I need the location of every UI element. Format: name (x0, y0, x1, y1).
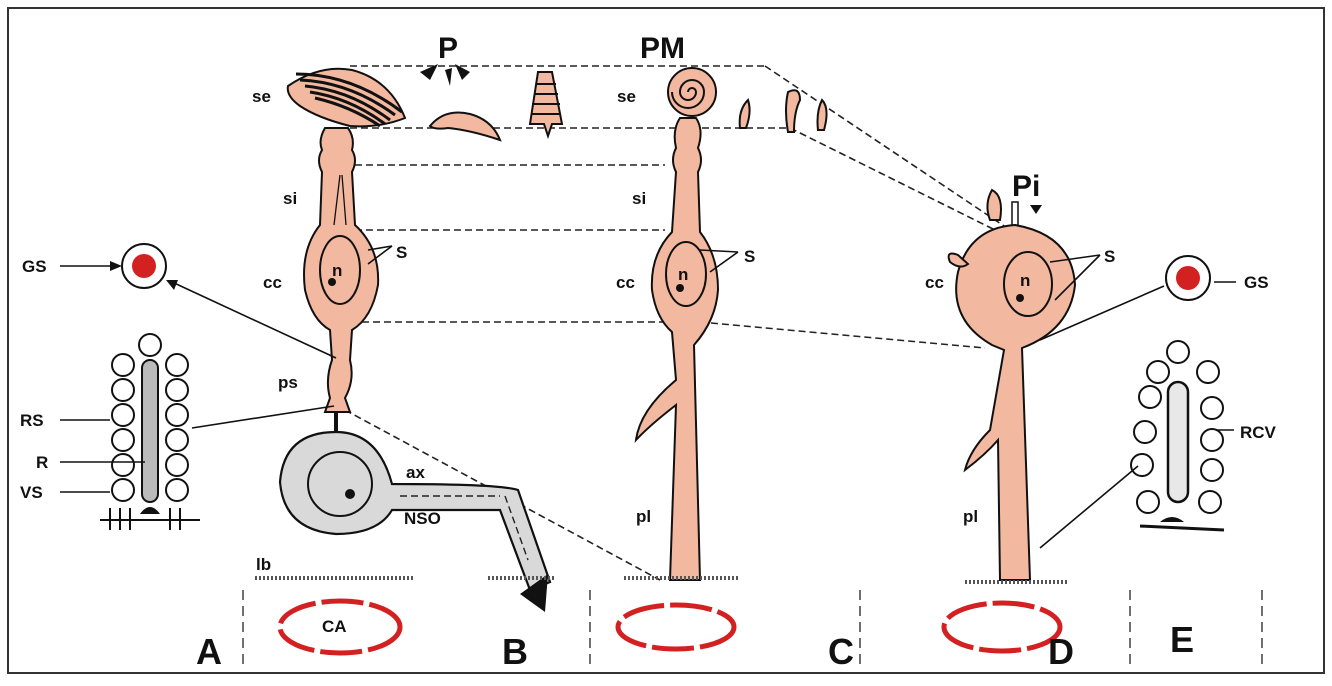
label-vs: VS (20, 483, 43, 502)
heading-p: P (438, 32, 458, 65)
label-lb: lb (256, 555, 271, 574)
label-rcv: RCV (1240, 423, 1277, 442)
label-cc-c: cc (616, 273, 635, 292)
panel-separators (243, 590, 1262, 670)
photoreceptor-cell-p (288, 69, 562, 412)
gs-circle-right (1166, 256, 1210, 300)
label-s-c: S (744, 247, 755, 266)
rosette-e (1131, 341, 1224, 530)
label-cc-a: cc (263, 273, 282, 292)
p-arrows (420, 64, 470, 86)
panel-label-d: D (1048, 631, 1074, 672)
rosette-a (100, 334, 200, 530)
label-gs-left: GS (22, 257, 47, 276)
label-n-c: n (678, 265, 688, 284)
label-gs-right: GS (1244, 273, 1269, 292)
label-ax: ax (406, 463, 425, 482)
label-si-a: si (283, 189, 297, 208)
panel-label-c: C (828, 631, 854, 672)
heading-pm: PM (640, 32, 685, 65)
figure-border (8, 8, 1324, 673)
gs-circle-left (122, 244, 166, 288)
label-pl-d: pl (963, 507, 978, 526)
panel-label-e: E (1170, 619, 1194, 660)
label-nso: NSO (404, 509, 441, 528)
label-ca: CA (322, 617, 347, 636)
basal-lamina (255, 578, 1068, 582)
label-pl-c: pl (636, 507, 651, 526)
label-rs: RS (20, 411, 44, 430)
heading-pi: Pi (1012, 170, 1040, 203)
label-se-c: se (617, 87, 636, 106)
label-ps: ps (278, 373, 298, 392)
label-si-c: si (632, 189, 646, 208)
photoreceptor-cell-pm (636, 68, 827, 580)
label-se-a: se (252, 87, 271, 106)
label-s-d: S (1104, 247, 1115, 266)
panel-label-a: A (196, 631, 222, 672)
central-artery-rings (280, 601, 1060, 653)
panel-label-b: B (502, 631, 528, 672)
label-n-a: n (332, 261, 342, 280)
label-s-a: S (396, 243, 407, 262)
label-n-d: n (1020, 271, 1030, 290)
label-cc-d: cc (925, 273, 944, 292)
label-r: R (36, 453, 48, 472)
